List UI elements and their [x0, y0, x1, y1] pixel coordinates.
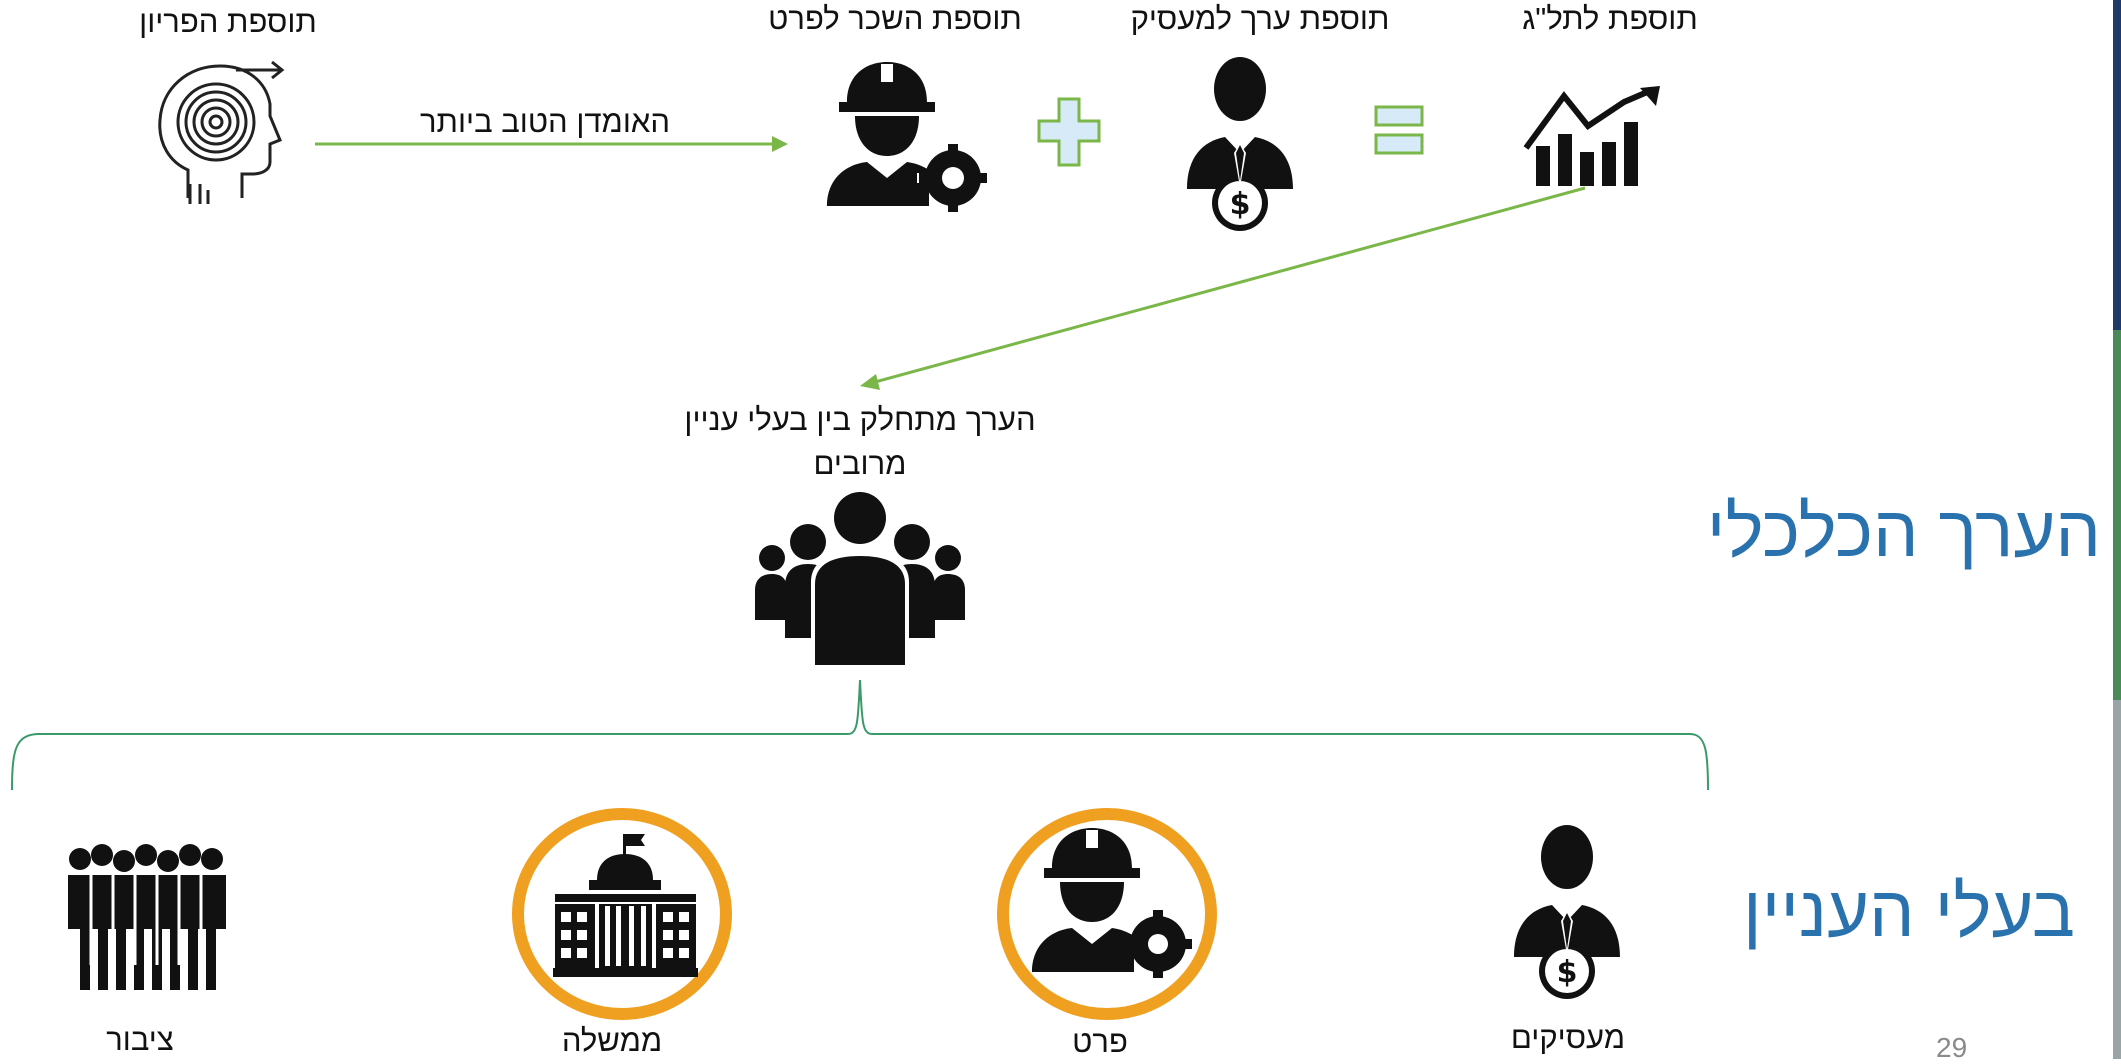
label-worker-wage: תוספת השכר לפרט — [768, 1, 1022, 36]
edge-bar-gray — [2113, 700, 2121, 1059]
worker-gear-icon — [1032, 828, 1192, 978]
worker-gear-icon — [827, 62, 989, 214]
stakeholder-label-public: ציבור — [106, 1022, 174, 1057]
stakeholder-label-employers: מעסיקים — [1510, 1020, 1626, 1055]
title-economic-value: הערך הכלכלי — [1706, 492, 2101, 572]
plus-icon — [1037, 97, 1101, 167]
government-ring — [512, 808, 732, 1020]
crowd-icon — [68, 844, 226, 990]
label-employer-value: תוספת ערך למעסיק — [1130, 1, 1390, 36]
title-stakeholders: בעלי העניין — [1742, 872, 2075, 952]
people-group-icon — [755, 488, 965, 665]
page-number: 29 — [1936, 1032, 1968, 1063]
equals-icon — [1374, 105, 1424, 155]
stakeholder-label-individual: פרט — [1072, 1024, 1128, 1059]
label-productivity: תוספת הפריון — [139, 4, 317, 39]
head-spiral-icon — [158, 60, 285, 204]
businessman-dollar-icon: $ — [1514, 825, 1620, 999]
shared-value-label: הערך מתחלק בין בעלי עניין מרובים — [684, 402, 1036, 481]
svg-text:$: $ — [1230, 187, 1251, 222]
government-building-icon — [553, 834, 698, 977]
businessman-dollar-icon: $ — [1187, 57, 1293, 231]
rising-chart-icon — [1523, 86, 1660, 186]
edge-bar-green — [2113, 330, 2121, 700]
individual-ring — [997, 808, 1217, 1020]
best-estimate-arrow — [315, 136, 788, 152]
label-gdp: תוספת לתל"ג — [1522, 1, 1698, 36]
arrow-label: האומדן הטוב ביותר — [419, 104, 671, 139]
svg-text:$: $ — [1557, 955, 1578, 990]
edge-bar-navy — [2113, 0, 2121, 330]
stakeholder-label-government: ממשלה — [561, 1023, 663, 1058]
